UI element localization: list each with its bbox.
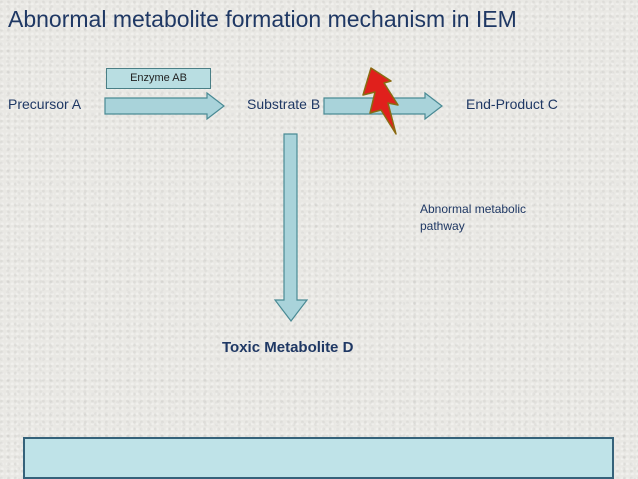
lightning-bolt-icon — [362, 67, 399, 135]
toxic-metabolite-d-label: Toxic Metabolite D — [222, 339, 354, 356]
bottom-text-box — [23, 437, 614, 479]
slide-title: Abnormal metabolite formation mechanism … — [8, 6, 517, 32]
substrate-b-label: Substrate B — [247, 96, 321, 112]
end-product-c-label: End-Product C — [466, 96, 558, 112]
arrow-a-to-b — [104, 91, 225, 121]
precursor-a-label: Precursor A — [8, 96, 82, 112]
enzyme-ab-box: Enzyme AB — [106, 68, 211, 89]
arrow-b-to-d — [273, 133, 309, 322]
abnormal-pathway-label: Abnormal metabolic pathway — [420, 202, 527, 233]
